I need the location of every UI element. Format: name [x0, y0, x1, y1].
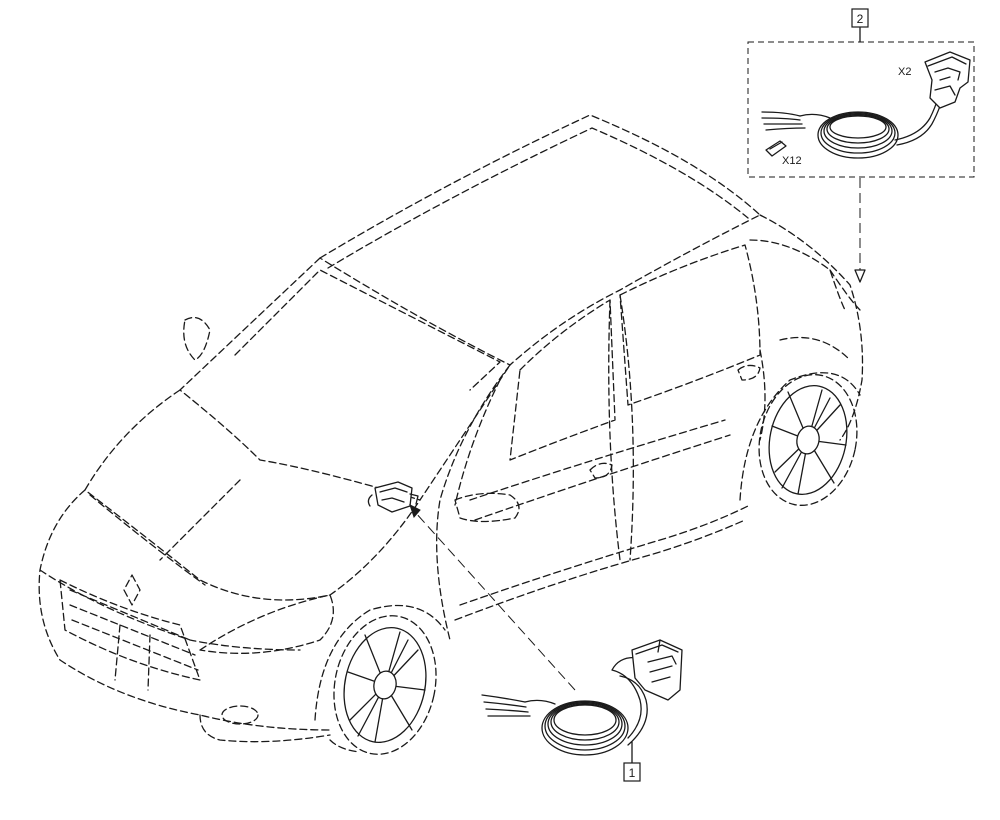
- wire-bundle-ends: [481, 694, 556, 717]
- callout-2: 2: [851, 8, 869, 28]
- fuse-x12-label: X12: [782, 155, 802, 167]
- connector-x2: [924, 51, 971, 109]
- callout-2-label: 2: [857, 12, 864, 26]
- leader-lines: [409, 178, 866, 691]
- callout-1: 1: [623, 762, 641, 782]
- connector-main: [631, 639, 683, 701]
- front-wheel: [333, 615, 437, 755]
- callout-1-label: 1: [629, 766, 636, 780]
- coiled-cable: [541, 700, 629, 756]
- detail-frame: [747, 41, 975, 178]
- fuse-x12: [765, 140, 787, 157]
- connector-x2-label: X2: [898, 66, 911, 78]
- vehicle-outline: [38, 114, 864, 753]
- part-2-detail: X2 X12: [747, 27, 975, 178]
- part-1-harness: [481, 639, 683, 764]
- wire-bundle-ends: [761, 111, 831, 131]
- coiled-cable: [817, 111, 899, 159]
- rear-wheel: [758, 374, 858, 506]
